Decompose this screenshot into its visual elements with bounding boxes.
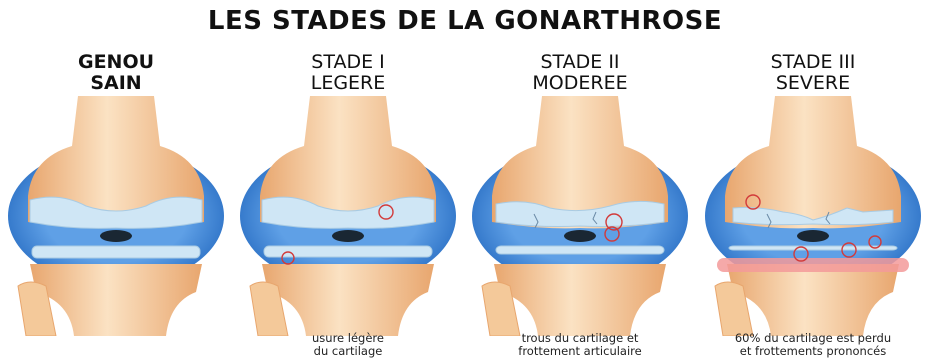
caption-line2: frottement articulaire <box>464 345 696 358</box>
tibial-cartilage <box>32 246 200 258</box>
knee-illustration <box>464 96 696 336</box>
tibia-bone <box>30 264 202 336</box>
stage-title: STADE I LEGERE <box>232 52 464 94</box>
stage-severe: STADE III SEVERE 60% du cartilage est pe… <box>697 52 929 354</box>
knee-illustration <box>0 96 232 336</box>
joint-gap <box>332 230 364 242</box>
stage-title-line1: GENOU <box>0 52 232 73</box>
stage-title-line1: STADE II <box>464 52 696 73</box>
stage-title-line1: STADE III <box>697 52 929 73</box>
stage-caption: 60% du cartilage est perdu et frottement… <box>697 332 929 358</box>
joint-gap <box>100 230 132 242</box>
stage-title-line1: STADE I <box>232 52 464 73</box>
stage-title: STADE III SEVERE <box>697 52 929 94</box>
stage-healthy: GENOU SAIN <box>0 52 232 354</box>
stage-title: GENOU SAIN <box>0 52 232 94</box>
caption-line2: et frottements prononcés <box>697 345 929 358</box>
joint-gap <box>797 230 829 242</box>
caption-line2: du cartilage <box>232 345 464 358</box>
tibial-cartilage <box>496 246 664 254</box>
joint-gap <box>564 230 596 242</box>
tibia-bone <box>262 264 434 336</box>
page-title: LES STADES DE LA GONARTHROSE <box>0 6 930 36</box>
stage-title: STADE II MODEREE <box>464 52 696 94</box>
knee-illustration <box>232 96 464 336</box>
stage-caption: usure légère du cartilage <box>232 332 464 358</box>
knee-illustration <box>697 96 929 336</box>
stage-title-line2: SEVERE <box>697 73 929 94</box>
tibia-bone <box>727 264 899 336</box>
tibia-bone <box>494 264 666 336</box>
stage-title-line2: LEGERE <box>232 73 464 94</box>
stage-mild: STADE I LEGERE usure légère du cartilage <box>232 52 464 354</box>
stage-title-line2: MODEREE <box>464 73 696 94</box>
stage-title-line2: SAIN <box>0 73 232 94</box>
stage-caption: trous du cartilage et frottement articul… <box>464 332 696 358</box>
inflamed-zone <box>717 258 909 272</box>
stage-moderate: STADE II MODEREE trous du cartilage et f… <box>464 52 696 354</box>
